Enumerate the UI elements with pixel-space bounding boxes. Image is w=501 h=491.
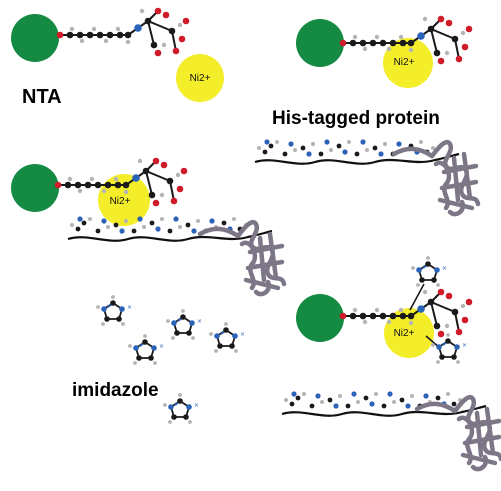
- bound-complex-panel: Ni2+: [11, 156, 284, 294]
- imidazole-icon: [410, 255, 449, 288]
- nta-label: NTA: [22, 86, 62, 108]
- nta-panel: NTA Ni2+: [11, 6, 224, 108]
- imidazole-icon: [162, 392, 201, 425]
- agarose-bead-icon: [11, 14, 59, 62]
- imidazole-icon: [430, 332, 469, 365]
- nickel-ion-icon: [383, 38, 433, 88]
- imidazole-panel: imidazole: [72, 294, 247, 425]
- nickel-ion-label: Ni2+: [110, 196, 131, 207]
- elution-panel: Ni2+: [280, 255, 501, 469]
- agarose-bead-icon: [296, 19, 344, 67]
- imidazole-icon: [165, 308, 204, 341]
- his-tagged-protein-label: His-tagged protein: [272, 108, 440, 129]
- nickel-ion-icon: [176, 54, 224, 102]
- nickel-ion-label: Ni2+: [190, 73, 211, 84]
- imidazole-icon: [208, 321, 247, 354]
- ni-nta-panel: Ni2+ His-tagged protein: [253, 14, 478, 214]
- nickel-ion-label: Ni2+: [394, 57, 415, 68]
- nta-chelator: [55, 6, 191, 58]
- nickel-ion-icon: [98, 174, 150, 226]
- agarose-bead-icon: [11, 164, 59, 212]
- imidazole-icon: [127, 333, 166, 366]
- protein-fold-icon: [394, 142, 478, 214]
- nickel-ion-label: Ni2+: [394, 328, 415, 339]
- imidazole-icon: [95, 294, 134, 327]
- nickel-ion-icon: [384, 308, 434, 358]
- imidazole-label: imidazole: [72, 380, 159, 401]
- protein-fold-icon: [200, 222, 284, 294]
- agarose-bead-icon: [296, 294, 344, 342]
- protein-fold-icon: [417, 397, 501, 469]
